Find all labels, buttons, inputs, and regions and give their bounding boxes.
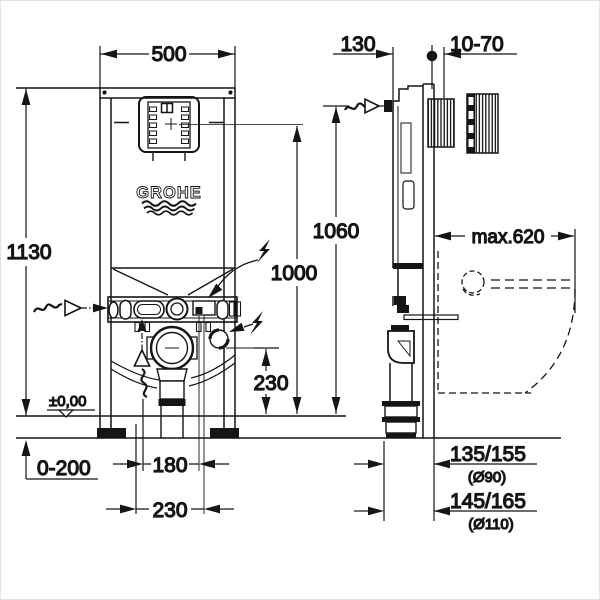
side-view [344,45,576,438]
flush-bend-side [392,268,459,321]
cistern-side [384,85,423,269]
dim-plate-distance: 10-70 [443,32,517,98]
lightning-bolt-icon-bottom [229,311,263,335]
actuator-window-icon [160,102,174,114]
dim-label-floor-level: ±0,00 [49,393,86,410]
electrical-connection-box [208,328,254,350]
level-marker-icon [47,409,95,418]
waste-outlet [146,325,198,438]
grohe-waves-icon [141,200,197,216]
dim-label-cistern-top-height: 1060 [313,220,360,243]
dim-label-outlet-offset-110: 145/165 [450,490,526,513]
waste-elbow-side [382,325,420,438]
tank-funnel [111,153,235,296]
dim-label-plate-distance: 10-70 [450,33,504,56]
actuation-plate-section [427,93,499,154]
dim-label-outlet-offset-90: 135/155 [450,443,526,466]
dim-outlet-offset-110: 145/165 (Ø110) [354,489,537,534]
dim-label-outlet-height: 230 [253,372,288,395]
dim-label-frame-width: 500 [151,43,186,66]
dim-frame-width: 500 [99,42,236,88]
frame-braces [110,354,236,389]
dim-actuation-height: 1000 [270,126,318,414]
dim-max-pan-depth: max.620 [435,226,576,313]
dim-frame-height: 1130 [6,88,52,416]
mounting-frame [16,87,236,428]
mounting-feet [97,428,239,438]
dim-label-outlet-dia-110: (Ø110) [468,516,514,533]
water-inlet-icon-left [32,299,108,317]
dim-cistern-top-height: 1060 [312,105,360,414]
dim-bolt-spacing-180: 180 [113,399,229,514]
grohe-logo-text: GROHE [136,184,202,202]
dim-label-bolt-spacing-180: 180 [152,454,187,477]
dim-outlet-height: 230 [253,347,289,414]
water-inlet-icon-side [344,97,384,115]
dim-label-floor-buildup: 0-200 [37,457,91,480]
dim-bolt-spacing-230: 230 [106,498,234,523]
grohe-logo: GROHE [136,184,202,216]
mounting-bracket [107,296,242,333]
dim-label-actuation-height: 1000 [271,262,318,285]
dim-frame-depth: 130 [333,32,394,111]
lightning-bolt-icon-top [208,239,270,298]
water-inlet-icon-bottom [133,319,151,399]
dim-label-frame-height: 1130 [6,241,51,264]
front-view: GROHE [16,87,303,514]
dim-floor-buildup: 0-200 [21,440,98,481]
dim-outlet-offset-90: 135/155 (Ø90) [354,438,537,521]
anchor-point-icon [426,45,438,89]
dim-label-max-pan-depth: max.620 [472,227,545,248]
flush-pipe [165,297,189,321]
dim-label-frame-depth: 130 [340,33,375,56]
dim-label-outlet-dia-90: (Ø90) [468,469,506,486]
dim-label-bolt-spacing-230: 230 [152,499,187,522]
inspection-shaft [114,96,303,153]
conduit-lines [198,316,205,514]
wc-pan-outline [437,251,576,394]
